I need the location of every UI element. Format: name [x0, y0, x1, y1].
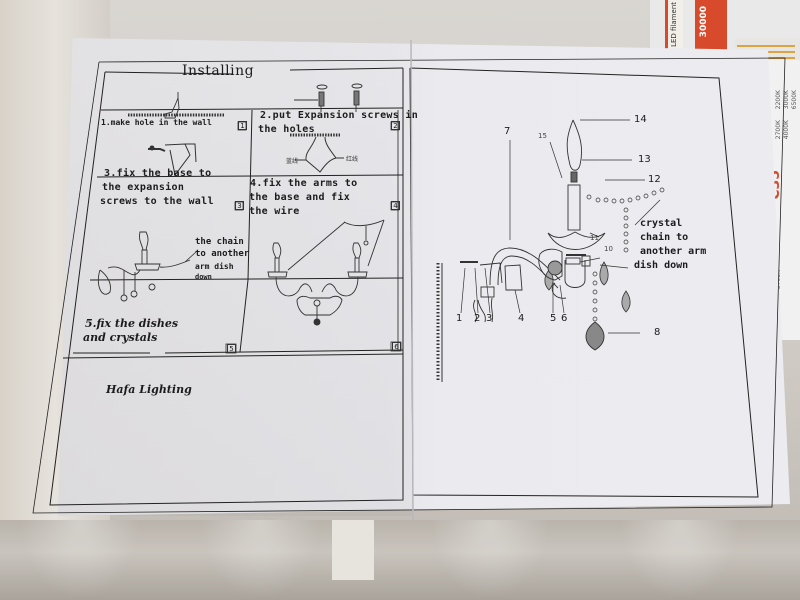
part-number-4: 4 [518, 313, 525, 324]
expansion-screw-icon [294, 83, 363, 112]
part-number-1: 1 [456, 313, 463, 324]
candle-tube-icon [567, 184, 581, 231]
crystal-chain-icon [586, 187, 665, 253]
step-2-text-line1: 2.put Expansion screws in [260, 110, 419, 121]
foam-fold [20, 520, 140, 600]
diagram-note-line3: another arm [640, 246, 707, 257]
foam-fold [620, 520, 740, 600]
foam-fold [200, 520, 320, 600]
step-4-badge: 4 [391, 201, 400, 210]
title-divider [100, 107, 404, 111]
step-3-text-line3: screws to the wall [100, 196, 214, 207]
step-4-text-line3: the wire [249, 206, 300, 217]
leader-lines [460, 119, 661, 334]
step-5-note-line3: arm dish [195, 262, 234, 271]
crystal-ball-icon [585, 321, 605, 351]
part-number-5: 5 [550, 313, 557, 324]
outer-frame [32, 57, 786, 514]
step-4-text-line2: the base and fix [249, 192, 351, 203]
part-number-2: 2 [474, 313, 481, 324]
step-5-note-line4: down [195, 273, 212, 281]
row-divider-4 [62, 353, 404, 359]
left-panel-top [104, 71, 233, 75]
diagram-note-line2: chain to [640, 232, 689, 243]
candle-bulb-icon [566, 119, 583, 183]
part-number-10: 10 [604, 245, 613, 253]
part-number-11: 11 [590, 234, 599, 242]
step-3-text-line1: 3.fix the base to [104, 168, 212, 179]
connector-screw-icon [565, 255, 591, 267]
step-4-text-line1: 4.fix the arms to [250, 178, 358, 189]
step-2-badge: 2 [391, 121, 400, 130]
base-arms-icon [295, 136, 344, 173]
step-1-text: 1.make hole in the wall [101, 118, 212, 127]
bobeche-dish-icon [547, 231, 606, 256]
canopy-icon [538, 248, 563, 281]
left-panel-top [289, 67, 404, 71]
outer-frame [98, 57, 786, 63]
tape-strip [332, 520, 374, 580]
part-number-3: 3 [486, 313, 493, 324]
wall-base-icon [148, 143, 197, 177]
step-5-text-line2: and crystals [83, 331, 158, 344]
note-leader [184, 251, 197, 263]
part-number-12: 12 [648, 174, 661, 185]
wire-label-blue: 蓝线 [286, 157, 298, 165]
part-number-13: 13 [638, 154, 651, 165]
bulb-box-label: LED filament [665, 0, 683, 50]
step-1-badge: 1 [238, 121, 247, 130]
center-fold [410, 39, 414, 521]
double-arm-sconce-icon [267, 219, 385, 326]
wire-label-red: 红线 [346, 155, 358, 163]
diagram-note-line4: dish down [634, 260, 689, 271]
part-number-15: 15 [538, 132, 547, 140]
step-5-text-line1: 5.fix the dishes [85, 317, 179, 330]
part-number-14: 14 [634, 114, 647, 125]
single-arm-sconce-icon [97, 231, 191, 302]
drill-icon [164, 92, 180, 119]
step-3-badge: 3 [235, 201, 244, 210]
backplate-icon [460, 261, 523, 323]
step-6-badge: 6 [392, 342, 401, 351]
left-panel-frame [49, 68, 404, 506]
step-5-note-line1: the chain [195, 237, 244, 247]
step-5-badge: 5 [227, 344, 236, 353]
diagram-note-line1: crystal [640, 218, 683, 229]
foam-background-bottom [0, 520, 800, 600]
part-number-7: 7 [504, 126, 511, 137]
part-number-8: 8 [654, 327, 661, 338]
brand-name: Hafa Lighting [106, 383, 192, 396]
foam-fold [430, 520, 550, 600]
right-panel-frame [409, 67, 759, 498]
wall-hatch-icon [436, 263, 443, 382]
bulb-box-red-panel: 30000 [695, 0, 727, 50]
row-divider-3 [164, 349, 404, 354]
chain-drop-icon [592, 271, 598, 322]
step-5-note-line2: to another [195, 249, 250, 259]
arm-socket-icon [480, 286, 495, 298]
instruction-sheet [58, 38, 790, 516]
crystal-pendant-icon [544, 261, 631, 313]
row-divider-2 [89, 277, 404, 281]
part-number-6: 6 [561, 313, 568, 324]
column-divider [239, 279, 249, 353]
column-divider [247, 109, 253, 281]
step-2-text-line2: the holes [258, 124, 315, 135]
step-3-text-line2: the expansion [102, 182, 185, 193]
document-title: Installing [182, 63, 255, 79]
